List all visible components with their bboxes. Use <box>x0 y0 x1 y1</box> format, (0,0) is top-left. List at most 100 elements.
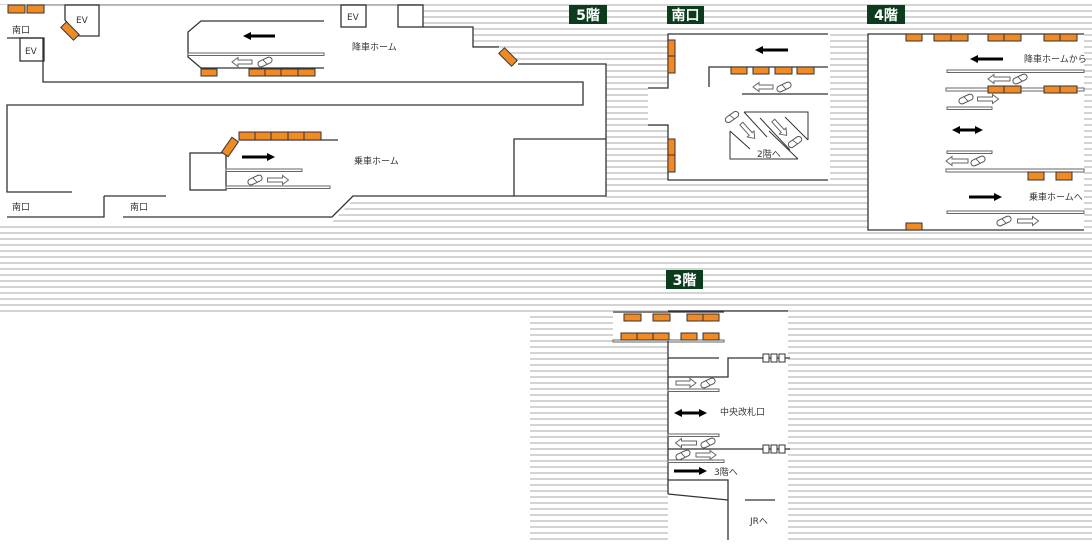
shop-block <box>987 33 1005 42</box>
two-way-arrow-icon <box>674 409 707 417</box>
walk-direction-arrow-icon <box>695 449 717 461</box>
shop-block <box>680 332 698 341</box>
elevator-label: EV <box>25 47 38 57</box>
ticket-gate-icon <box>762 353 786 363</box>
shop-block <box>702 313 720 322</box>
shop-block <box>1055 171 1073 181</box>
shop-block <box>667 138 676 156</box>
floor5-title-text: 5階 <box>576 7 600 24</box>
shop-block <box>667 154 676 173</box>
shop-block <box>987 85 1005 94</box>
shop-block <box>667 39 676 57</box>
walk-direction-arrow-icon <box>1017 215 1040 227</box>
shop-block <box>1027 171 1045 181</box>
shop-block <box>1003 85 1022 94</box>
shop-block <box>1059 85 1078 94</box>
escalator-icon <box>675 449 691 461</box>
escalator-icon <box>958 93 974 105</box>
shop-block <box>652 313 671 322</box>
shop-block <box>905 33 923 42</box>
shop-block <box>200 68 218 77</box>
to-boarding-label: 乗車ホームへ <box>1029 191 1083 203</box>
shop-block <box>667 55 676 74</box>
shop-block <box>264 68 282 77</box>
escalator-icon <box>700 377 716 389</box>
shop-block <box>730 66 748 75</box>
stairs-block <box>220 136 240 158</box>
floor3-title: 3階 <box>666 270 703 289</box>
shop-block <box>238 131 256 141</box>
shop-block <box>270 131 289 141</box>
shop-block <box>686 313 704 322</box>
walk-direction-arrow-icon <box>739 121 756 140</box>
central-gate-label: 中央改札口 <box>720 406 765 418</box>
shop-block <box>7 4 26 14</box>
blank-area <box>0 315 530 544</box>
ticket-gate-icon <box>762 444 786 454</box>
escalator-icon <box>700 437 716 449</box>
walk-direction-arrow-icon <box>243 32 275 40</box>
floor5-title: 5階 <box>569 5 607 24</box>
shop-block <box>702 332 720 341</box>
escalator-icon <box>1012 73 1028 85</box>
walk-direction-arrow-icon <box>752 81 774 93</box>
shop-block <box>1003 33 1022 42</box>
south-exit-label: 南口 <box>130 201 148 213</box>
to-2f-label: 2階へ <box>757 149 781 160</box>
floor4-title: 4階 <box>867 5 905 24</box>
escalator-icon <box>724 110 740 124</box>
shop-block <box>297 68 316 77</box>
to-jr-label: JRへ <box>749 517 768 527</box>
south-exit-label: 南口 <box>12 201 30 213</box>
elevator-label: EV <box>76 16 89 26</box>
stairs-block <box>498 47 518 67</box>
walk-direction-arrow-icon <box>977 93 1000 105</box>
elevator-box <box>64 4 100 37</box>
shop-block <box>287 131 305 141</box>
shop-block <box>933 33 952 42</box>
walk-direction-arrow-icon <box>987 73 1011 85</box>
walk-direction-arrow-icon <box>755 46 788 54</box>
shop-block <box>636 332 654 341</box>
walk-direction-arrow-icon <box>945 155 969 167</box>
shop-block <box>652 332 670 341</box>
shop-block <box>620 332 638 341</box>
walk-direction-arrow-icon <box>969 193 1002 201</box>
two-way-arrow-icon <box>952 126 983 134</box>
walk-direction-arrow-icon <box>970 55 1003 63</box>
shop-block <box>905 222 923 231</box>
walk-direction-arrow-icon <box>267 174 290 186</box>
walk-direction-arrow-icon <box>674 437 697 449</box>
shop-block <box>1043 33 1061 42</box>
escalator-icon <box>257 56 273 68</box>
escalator-icon <box>776 81 792 93</box>
walk-direction-arrow-icon <box>674 467 707 475</box>
south-exit-title-text: 南口 <box>672 7 700 24</box>
shop-block <box>280 68 299 77</box>
south-exit-label: 南口 <box>12 24 30 36</box>
shop-block <box>1043 85 1061 94</box>
shop-block <box>796 66 815 75</box>
shop-block <box>774 66 793 75</box>
from-alighting-label: 降車ホームから <box>1024 53 1087 65</box>
escalator-icon <box>996 215 1012 227</box>
walk-direction-arrow-icon <box>675 377 697 389</box>
floor3-title-text: 3階 <box>673 272 697 289</box>
to-3f-label: 3階へ <box>714 467 738 478</box>
elevator-box <box>340 4 367 28</box>
walk-direction-arrow-icon <box>231 56 253 68</box>
elevator-label: EV <box>347 13 360 23</box>
shop-block <box>752 66 770 75</box>
shop-block <box>1059 33 1078 42</box>
shop-block <box>26 4 45 14</box>
escalator-icon <box>787 135 803 149</box>
escalator-icon <box>247 174 263 186</box>
shop-block <box>248 68 266 77</box>
walk-direction-arrow-icon <box>242 153 275 161</box>
shop-block <box>303 131 322 141</box>
floor5-area <box>0 5 606 222</box>
walk-direction-arrow-icon <box>771 118 788 137</box>
shop-block <box>623 313 642 322</box>
floor3-walls <box>612 310 790 540</box>
